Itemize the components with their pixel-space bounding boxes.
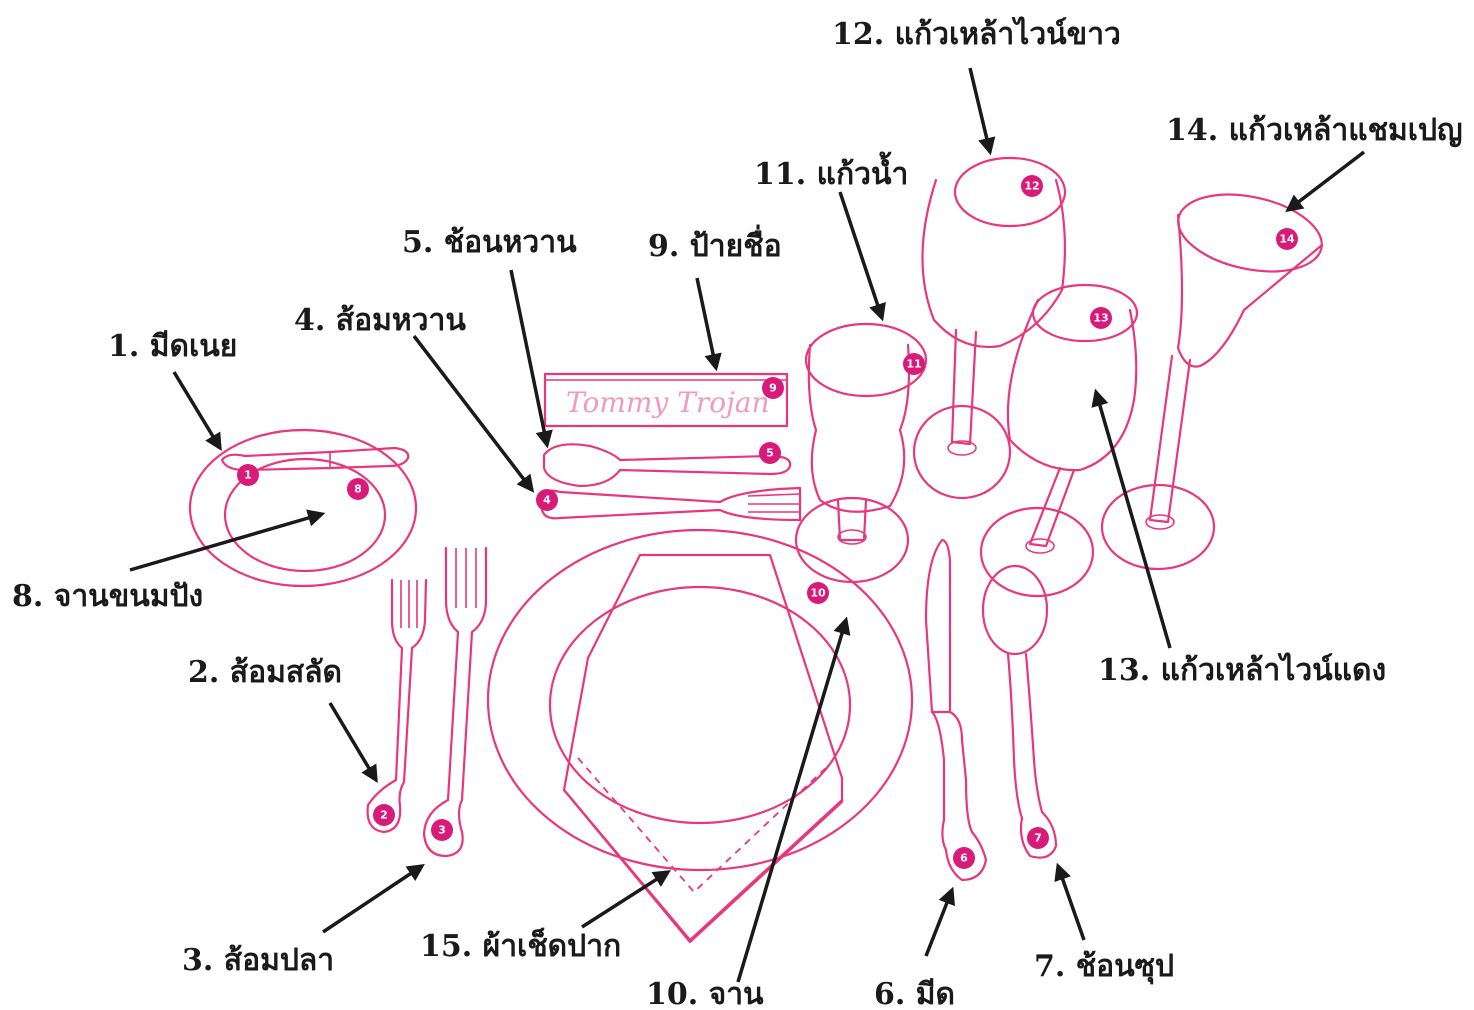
salad-fork [368, 580, 426, 832]
arrow-3 [323, 866, 422, 932]
arrow-4 [414, 336, 532, 490]
dinner-knife [926, 540, 986, 880]
arrow-7 [1058, 866, 1084, 940]
label-water-glass: 11. แก้วน้ำ [754, 151, 908, 192]
name-card-text: Tommy Trojan [566, 386, 770, 419]
label-napkin: 15. ผ้าเช็ดปาก [420, 927, 621, 964]
label-champagne-glass: 14. แก้วเหล้าแชมเปญ [1166, 113, 1463, 148]
badge-13: 13 [1090, 307, 1112, 329]
label-soup-spoon: 7. ช้อนซุป [1034, 949, 1174, 985]
name-card: Tommy Trojan [545, 374, 787, 426]
badge-14: 14 [1276, 228, 1298, 250]
badge-11: 11 [903, 353, 925, 375]
label-dessert-fork: 4. ส้อมหวาน [294, 303, 466, 338]
svg-text:12: 12 [1024, 180, 1039, 193]
svg-text:3: 3 [438, 824, 446, 837]
label-salad-fork: 2. ส้อมสลัด [188, 655, 342, 690]
svg-text:13: 13 [1093, 312, 1108, 325]
fish-fork [424, 548, 486, 856]
label-red-wine-glass: 13. แก้วเหล้าไวน์แดง [1098, 652, 1386, 688]
arrow-10 [738, 620, 846, 982]
labels: 1. มีดเนย 2. ส้อมสลัด 3. ส้อมปลา 4. ส้อม… [12, 16, 1463, 1010]
badge-12: 12 [1021, 175, 1043, 197]
badge-6: 6 [953, 847, 975, 869]
label-dinner-plate: 10. จาน [646, 977, 764, 1010]
label-butter-knife: 1. มีดเนย [108, 329, 237, 364]
soup-spoon [983, 566, 1056, 858]
badge-4: 4 [536, 489, 558, 511]
badge-1: 1 [237, 464, 259, 486]
arrow-5 [511, 270, 547, 445]
svg-text:14: 14 [1279, 233, 1295, 246]
arrow-9 [697, 278, 716, 368]
svg-text:11: 11 [906, 358, 921, 371]
label-fish-fork: 3. ส้อมปลา [182, 943, 334, 978]
dessert-spoon [544, 444, 790, 486]
arrow-11 [840, 192, 882, 318]
arrow-2 [330, 703, 376, 780]
svg-text:2: 2 [380, 809, 388, 822]
leader-arrows [130, 68, 1364, 982]
badge-5: 5 [759, 442, 781, 464]
label-knife: 6. มีด [874, 977, 955, 1010]
label-bread-plate: 8. จานขนมปัง [12, 579, 203, 614]
svg-text:8: 8 [354, 483, 362, 496]
badge-10: 10 [807, 582, 829, 604]
svg-text:6: 6 [960, 852, 968, 865]
label-white-wine-glass: 12. แก้วเหล้าไวน์ขาว [832, 16, 1121, 52]
label-name-card: 9. ป้ายชื่อ [648, 224, 782, 264]
svg-text:4: 4 [543, 494, 551, 507]
arrow-12 [970, 68, 990, 152]
svg-text:10: 10 [810, 587, 826, 600]
arrow-14 [1288, 152, 1364, 210]
badge-7: 7 [1027, 827, 1049, 849]
svg-text:9: 9 [769, 382, 777, 395]
badge-3: 3 [431, 819, 453, 841]
badge-9: 9 [762, 377, 784, 399]
arrow-6 [926, 890, 952, 956]
dessert-fork [542, 488, 800, 520]
red-wine-glass [981, 285, 1137, 596]
badge-2: 2 [373, 804, 395, 826]
label-dessert-spoon: 5. ช้อนหวาน [402, 225, 577, 260]
svg-text:1: 1 [244, 469, 252, 482]
badge-8: 8 [347, 478, 369, 500]
svg-text:5: 5 [766, 447, 774, 460]
svg-text:7: 7 [1034, 832, 1042, 845]
arrow-1 [174, 372, 220, 448]
